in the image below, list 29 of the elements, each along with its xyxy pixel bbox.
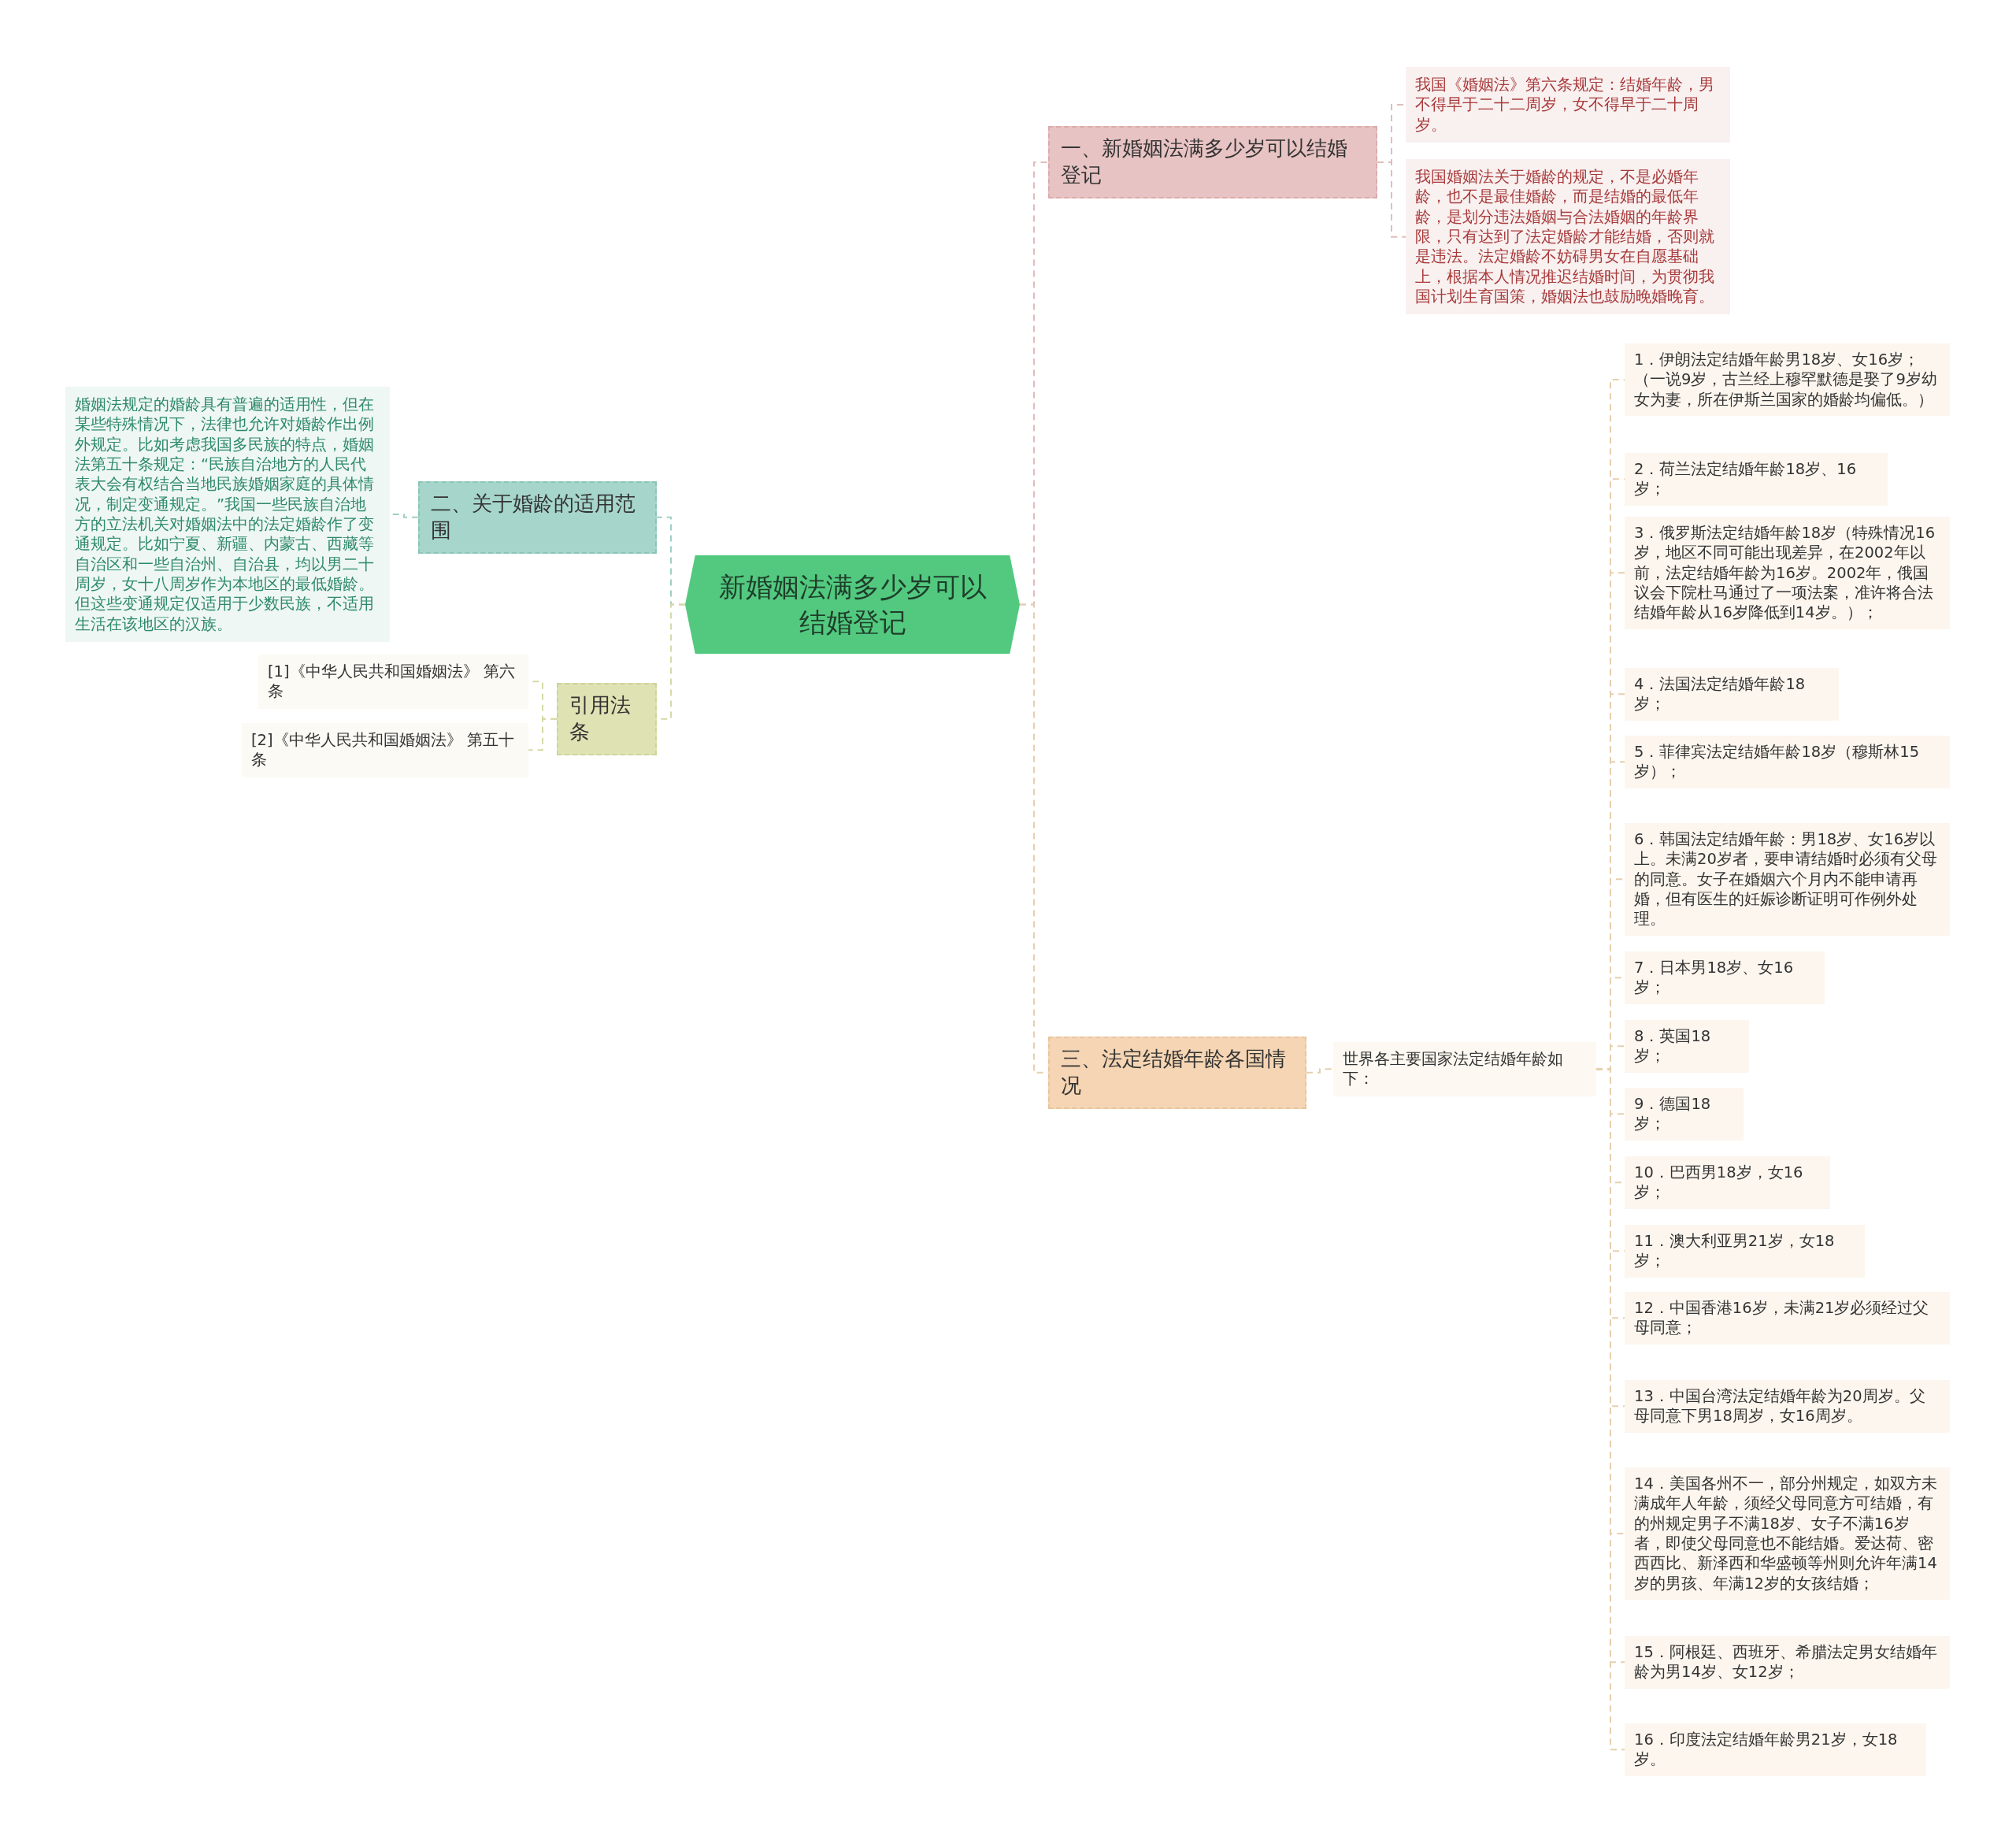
connector-line — [1377, 161, 1406, 238]
branch-box: 三、法定结婚年龄各国情况 — [1048, 1037, 1306, 1109]
note-text: 我国婚姻法关于婚龄的规定，不是必婚年龄，也不是最佳婚龄，而是结婚的最低年龄，是划分违法婚姻与合法婚姻的年龄界限，只有达到了法定婚龄才能结婚，否则就是违法。法定婚龄不妨碍男女在自愿基础上，根据本人情况推迟结婚时间，为贯彻我国计划生育国策，婚姻法也鼓励晚婚晚育。 — [1406, 159, 1730, 315]
list-item: 5．菲律宾法定结婚年龄18岁（穆斯林15岁）； — [1625, 736, 1950, 788]
list-item: 12．中国香港16岁，未满21岁必须经过父母同意； — [1625, 1292, 1950, 1345]
list-item: 8．英国18岁； — [1625, 1020, 1749, 1073]
branch-box: 二、关于婚龄的适用范围 — [418, 481, 657, 554]
reference-text: [1]《中华人民共和国婚姻法》 第六条 — [258, 655, 528, 709]
list-item: 11．澳大利亚男21岁，女18岁； — [1625, 1225, 1865, 1278]
reference-text: [2]《中华人民共和国婚姻法》 第五十条 — [242, 723, 528, 777]
list-item: 14．美国各州不一，部分州规定，如双方未满成年人年龄，须经父母同意方可结婚，有的州规定男子不满18岁、女子不满16岁者，即使父母同意也不能结婚。爱达荷、密西西比、新泽西和华盛顿等州则允许年满14岁的男孩、年满12岁的女孩结婚； — [1625, 1467, 1950, 1601]
list-item: 7．日本男18岁、女16岁； — [1625, 951, 1825, 1004]
subtopic-text: 世界各主要国家法定结婚年龄如下： — [1333, 1042, 1596, 1096]
list-item: 9．德国18岁； — [1625, 1088, 1744, 1141]
list-item: 10．巴西男18岁，女16岁； — [1625, 1156, 1830, 1209]
branch-box: 引用法条 — [557, 683, 657, 755]
note-text: 我国《婚姻法》第六条规定：结婚年龄，男不得早于二十二周岁，女不得早于二十周岁。 — [1406, 67, 1730, 143]
list-item: 3．俄罗斯法定结婚年龄18岁（特殊情况16岁，地区不同可能出现差异，在2002年以前，法定结婚年龄为16岁。2002年，俄国议会下院杜马通过了一项法案，准许将合法结婚年龄从16岁降低到14岁。）； — [1625, 517, 1950, 629]
connector-line — [528, 718, 558, 751]
list-item: 13．中国台湾法定结婚年龄为20周岁。父母同意下男18周岁，女16周岁。 — [1625, 1380, 1950, 1433]
list-item: 15．阿根廷、西班牙、希腊法定男女结婚年龄为男14岁、女12岁； — [1625, 1636, 1950, 1689]
note-text: 婚姻法规定的婚龄具有普遍的适用性，但在某些特殊情况下，法律也允许对婚龄作出例外规定。比如考虑我国多民族的特点，婚姻法第五十条规定：“民族自治地方的人民代表大会有权结合当地民族婚姻家庭的具体情况，制定变通规定。”我国一些民族自治地方的立法机关对婚姻法中的法定婚龄作了变通规定。比如宁夏、新疆、内蒙古、西藏等自治区和一些自治州、自治县，均以男二十周岁，女十八周岁作为本地区的最低婚龄。但这些变通规定仅适用于少数民族，不适用生活在该地区的汉族。 — [65, 387, 390, 643]
list-item: 4．法国法定结婚年龄18岁； — [1625, 668, 1839, 721]
list-item: 1．伊朗法定结婚年龄男18岁、女16岁；（一说9岁，古兰经上穆罕默德是娶了9岁幼女为妻，所在伊斯兰国家的婚龄均偏低。） — [1625, 343, 1950, 417]
list-item: 6．韩国法定结婚年龄：男18岁、女16岁以上。未满20岁者，要申请结婚时必须有父母的同意。女子在婚姻六个月内不能申请再婚，但有医生的妊娠诊断证明可作例外处理。 — [1625, 823, 1950, 936]
list-item: 16．印度法定结婚年龄男21岁，女18岁。 — [1625, 1723, 1926, 1776]
connector-line — [1306, 1068, 1334, 1074]
list-item: 2．荷兰法定结婚年龄18岁、16岁； — [1625, 453, 1888, 506]
branch-box: 一、新婚姻法满多少岁可以结婚登记 — [1048, 126, 1377, 198]
